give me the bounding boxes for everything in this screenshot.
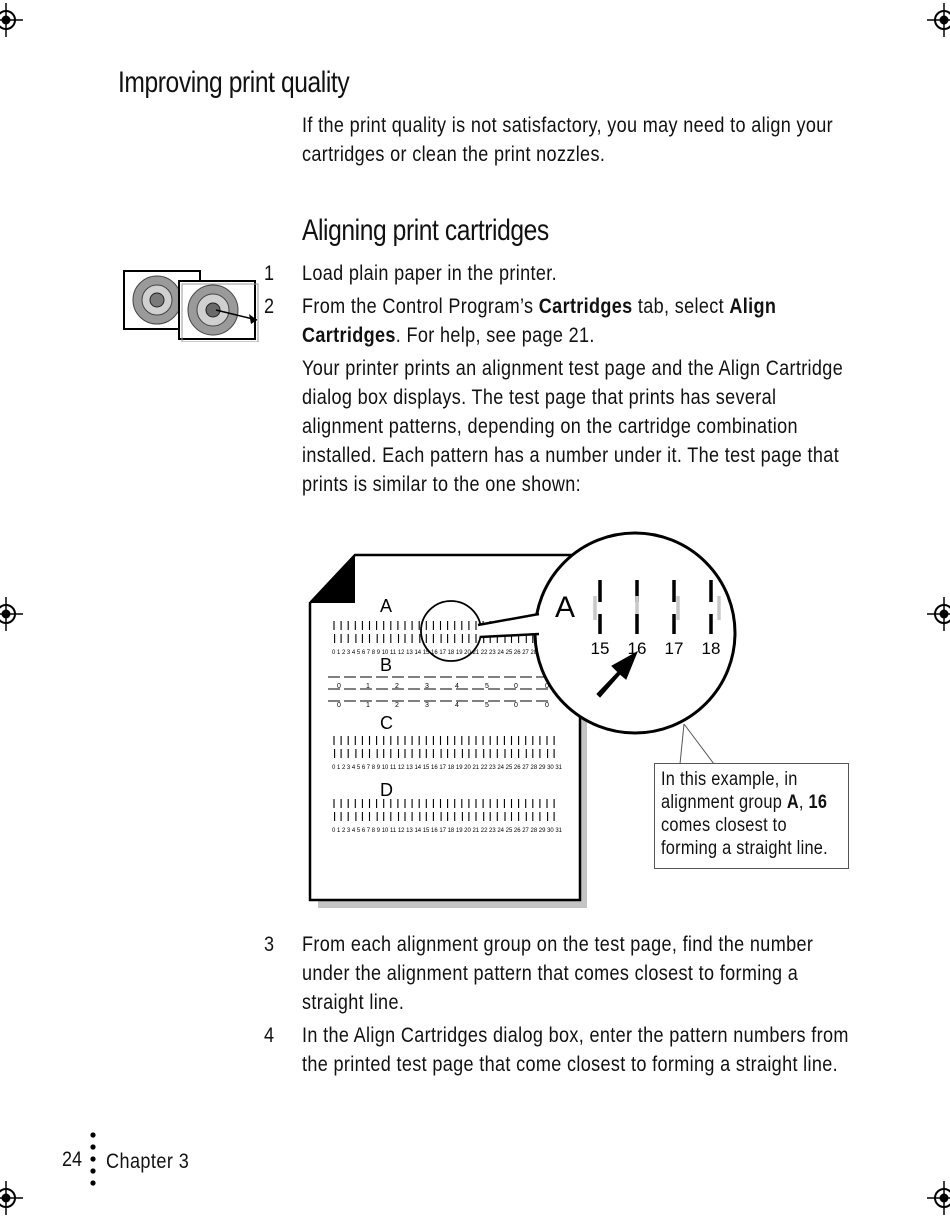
pattern-number: 0	[514, 702, 518, 709]
cd-cartridge-icon	[123, 270, 259, 342]
alignment-group-label: C	[380, 713, 393, 733]
pattern-number: 3	[425, 702, 429, 709]
pattern-number: 5	[485, 702, 489, 709]
registration-mark-icon	[927, 3, 950, 37]
registration-mark-icon	[0, 1181, 23, 1215]
registration-mark-icon	[927, 597, 950, 631]
pattern-number: 0	[545, 683, 549, 690]
alignment-group-label: A	[380, 596, 392, 616]
pattern-numbers: 0 1 2 3 4 5 6 7 8 9 10 11 12 13 14 15 16…	[332, 764, 562, 771]
test-page-illustration: A 0 1 2 3 4 5 6 7 8 9 10 11 12 13 14 15 1…	[308, 531, 737, 908]
alignment-group-label: B	[380, 655, 392, 675]
step-number: 1	[263, 262, 274, 285]
intro-paragraph: If the print quality is not satisfactory…	[302, 114, 834, 166]
pattern-number: 0	[337, 683, 341, 690]
pattern-number: 1	[366, 683, 370, 690]
example-callout: In this example, in alignment group A, 1…	[654, 763, 849, 869]
zoom-pattern-number: 17	[665, 639, 684, 658]
registration-mark-icon	[0, 3, 23, 37]
pattern-number: 0	[337, 702, 341, 709]
subsection-heading: Aligning print cartridges	[302, 214, 549, 247]
zoom-pattern-number: 16	[628, 639, 647, 658]
step-number: 4	[263, 1024, 274, 1047]
pattern-number: 2	[395, 683, 399, 690]
step-number: 2	[263, 295, 274, 318]
page-number: 24	[62, 1148, 83, 1171]
step-number: 3	[263, 933, 274, 956]
section-heading: Improving print quality	[118, 66, 350, 99]
pattern-numbers: 0 1 2 3 4 5 6 7 8 9 10 11 12 13 14 15 16…	[332, 649, 562, 656]
pattern-number: 5	[485, 683, 489, 690]
pattern-number: 2	[395, 702, 399, 709]
pattern-number: 0	[545, 702, 549, 709]
explanation-paragraph: Your printer prints an alignment test pa…	[302, 357, 844, 496]
step-text: In the Align Cartridges dialog box, ente…	[302, 1024, 849, 1076]
chapter-label: Chapter 3	[106, 1150, 190, 1173]
pattern-number: 0	[514, 683, 518, 690]
step-text: Load plain paper in the printer.	[302, 262, 558, 285]
pattern-numbers: 0 1 2 3 4 5 6 7 8 9 10 11 12 13 14 15 16…	[332, 827, 562, 834]
pattern-number: 3	[425, 683, 429, 690]
zoom-group-label: A	[555, 591, 575, 624]
callout-text: In this example, in alignment group A, 1…	[661, 769, 828, 859]
pattern-number: 4	[455, 683, 459, 690]
dot-separator-icon	[90, 1132, 96, 1186]
pattern-number: 4	[455, 702, 459, 709]
step-text: From each alignment group on the test pa…	[302, 933, 814, 1014]
step-text: From the Control Program’s Cartridges ta…	[302, 295, 777, 347]
zoom-pattern-number: 18	[702, 639, 721, 658]
registration-mark-icon	[927, 1181, 950, 1215]
alignment-group-label: D	[380, 780, 393, 800]
pattern-number: 1	[366, 702, 370, 709]
zoom-pattern-number: 15	[591, 639, 610, 658]
registration-mark-icon	[0, 597, 23, 631]
